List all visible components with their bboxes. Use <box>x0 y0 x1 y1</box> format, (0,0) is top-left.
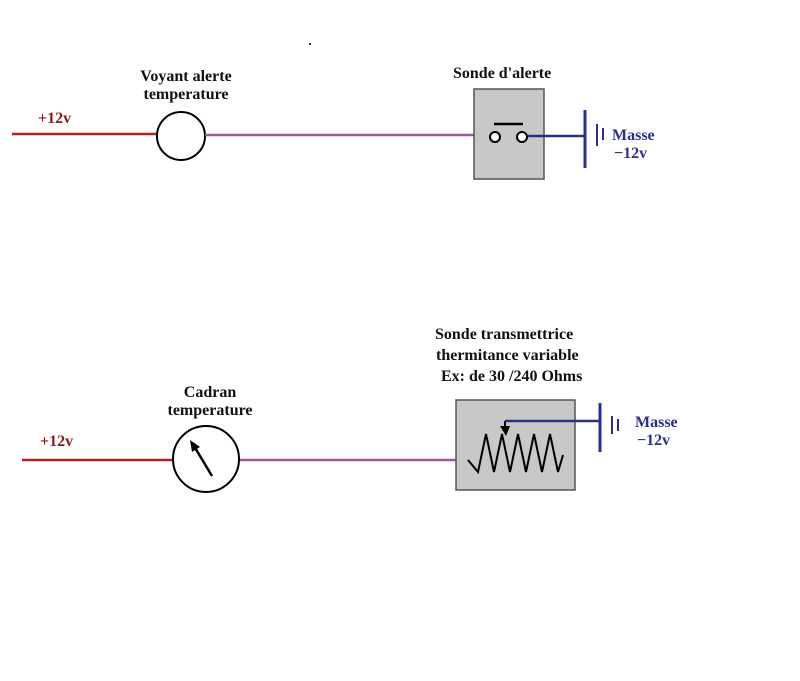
gauge-circuit <box>22 399 619 493</box>
ground-symbol <box>583 110 604 168</box>
thermistor-sensor-label-line2: thermitance variable <box>436 346 579 364</box>
gauge-needle <box>192 445 214 477</box>
gauge-ground-label-line1: Masse <box>635 414 678 431</box>
gauge-supply-label: +12v <box>40 433 74 450</box>
ground-symbol <box>598 403 619 452</box>
gauge-label-line1: Cadran <box>183 384 237 401</box>
alert-ground-label: Masse −12v <box>612 127 655 162</box>
warning-lamp-label-line1: Voyant alerte <box>140 68 232 85</box>
switch-contact-right <box>516 131 528 143</box>
gauge-label: Cadran temperature <box>145 384 275 419</box>
alert-circuit <box>12 88 604 180</box>
alert-sensor-body <box>473 88 545 180</box>
stray-dot <box>309 43 311 45</box>
thermistor-sensor <box>455 399 576 491</box>
alert-ground-label-line2: −12v <box>614 144 648 162</box>
warning-lamp-label: Voyant alerte temperature <box>121 68 251 103</box>
gauge-ground-label-line2: −12v <box>637 431 671 449</box>
gauge-ground-label: Masse −12v <box>635 414 678 449</box>
thermistor-sensor-label: Sonde transmettrice thermitance variable… <box>435 325 582 387</box>
alert-ground-label-line1: Masse <box>612 127 655 144</box>
wiper-arrowhead <box>500 426 510 436</box>
gauge-label-line2: temperature <box>167 401 253 419</box>
thermistor-sensor-label-line1: Sonde transmettrice <box>435 326 574 343</box>
alert-sensor-label: Sonde d'alerte <box>453 65 552 82</box>
thermistor-sensor-label-line3: Ex: de 30 /240 Ohms <box>441 367 583 385</box>
alert-sensor <box>473 88 545 180</box>
temperature-gauge <box>172 425 240 493</box>
gauge-needle-arrowhead <box>190 440 200 452</box>
warning-lamp <box>156 111 206 161</box>
alert-supply-label: +12v <box>38 110 72 127</box>
switch-contact-left <box>489 131 501 143</box>
resistor-zigzag <box>467 433 564 475</box>
warning-lamp-label-line2: temperature <box>143 85 229 103</box>
